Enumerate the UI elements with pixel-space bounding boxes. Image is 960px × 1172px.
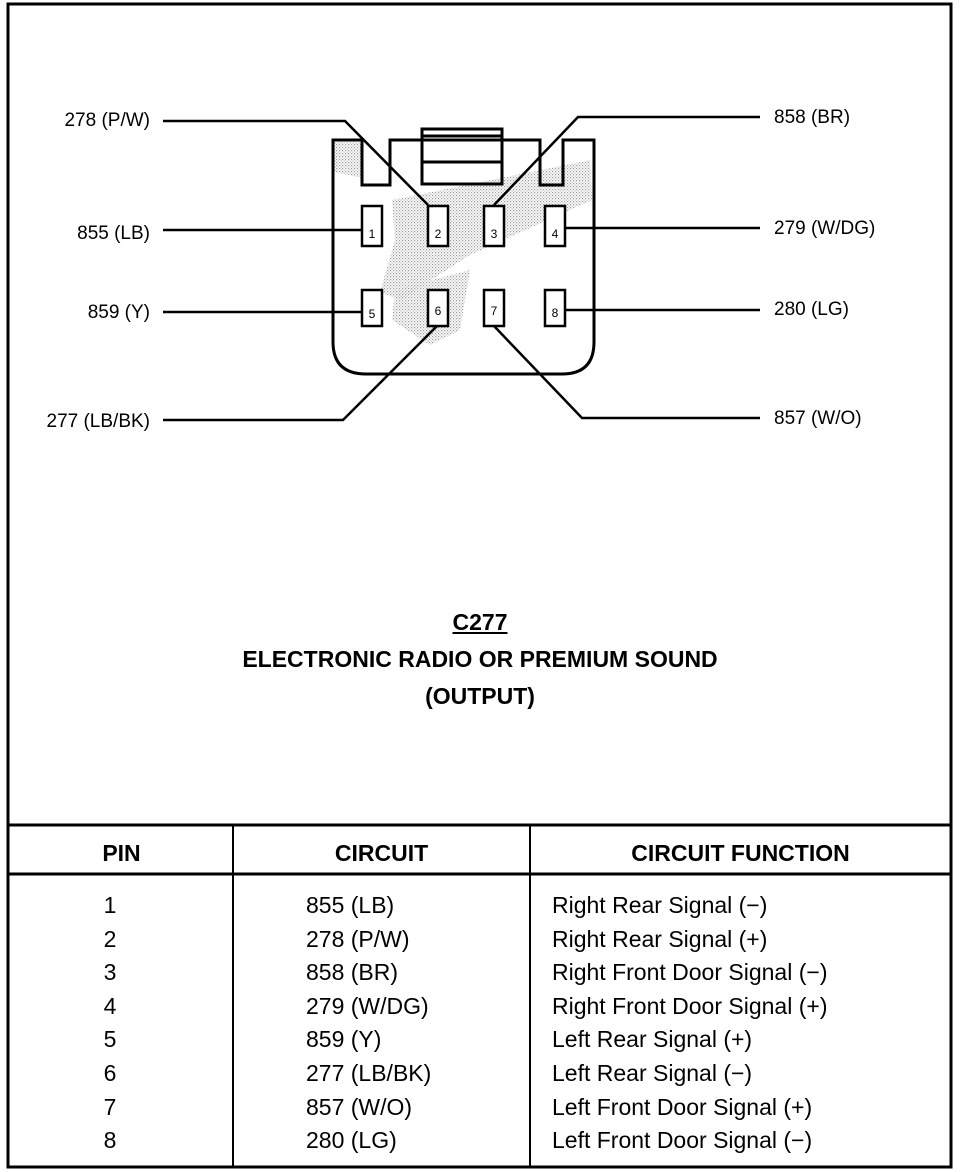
left-lock-tab: [360, 140, 392, 187]
table-cell-pin: 2: [103, 925, 117, 952]
wire-label-277: 277 (LB/BK): [46, 411, 151, 432]
diagram-subtitle: (OUTPUT): [425, 683, 535, 709]
pin-number-8: 8: [551, 306, 559, 320]
header-pin: PIN: [102, 840, 141, 866]
pin-number-1: 1: [368, 227, 376, 241]
header-circuit: CIRCUIT: [334, 840, 429, 866]
pin-cavity-1: [360, 204, 384, 248]
pin-cavity-4: [543, 204, 567, 248]
pin-number-6: 6: [434, 304, 442, 318]
pin-cavity-2: [426, 204, 450, 248]
table-cell-pin: 8: [103, 1127, 117, 1154]
table-cell-pin: 4: [103, 992, 117, 1019]
table-cell-pin: 3: [103, 959, 117, 986]
table-cell-function: Left Front Door Signal (+): [552, 1093, 813, 1120]
table-cell-circuit: 277 (LB/BK): [306, 1059, 432, 1086]
table-cell-function: Left Front Door Signal (−): [552, 1127, 813, 1154]
table-cell-pin: 5: [103, 1026, 117, 1053]
table-cell-function: Right Rear Signal (+): [552, 925, 768, 952]
pin-cavity-6: [426, 288, 450, 328]
table-cell-pin: 1: [103, 892, 117, 918]
leader-858: [493, 115, 760, 206]
connector-id: C277: [452, 609, 508, 635]
table-cell-circuit: 279 (W/DG): [306, 992, 429, 1019]
pin-number-4: 4: [551, 227, 559, 241]
pin-cavity-8: [543, 288, 567, 328]
wire-label-859: 859 (Y): [87, 302, 150, 323]
wire-label-280: 280 (LG): [774, 299, 849, 320]
table-cell-circuit: 278 (P/W): [306, 925, 410, 952]
wire-label-279: 279 (W/DG): [774, 218, 876, 239]
table-cell-circuit: 280 (LG): [306, 1127, 397, 1154]
pin-number-2: 2: [434, 227, 442, 241]
table-cell-pin: 6: [103, 1059, 117, 1086]
wire-label-278: 278 (P/W): [64, 110, 150, 131]
leader-277: [163, 325, 438, 422]
function-column: Right Rear Signal (−) Right Rear Signal …: [552, 889, 947, 1158]
table-cell-function: Left Rear Signal (+): [552, 1026, 753, 1053]
leader-857: [493, 325, 760, 420]
wire-label-855: 855 (LB): [77, 223, 150, 244]
table-cell-circuit: 855 (LB): [306, 892, 395, 918]
table-cell-function: Right Rear Signal (−): [552, 892, 768, 918]
connector-latch: [420, 127, 504, 186]
leader-278: [163, 119, 429, 206]
pin-cavity-5: [360, 288, 384, 328]
outer-border: [6, 2, 953, 1169]
pin-number-3: 3: [490, 227, 498, 241]
pin-number-7: 7: [490, 304, 498, 318]
table-cell-circuit: 857 (W/O): [306, 1093, 413, 1120]
table-cell-pin: 7: [103, 1093, 117, 1120]
diagram-title: ELECTRONIC RADIO OR PREMIUM SOUND: [242, 646, 718, 672]
wire-label-858: 858 (BR): [774, 107, 851, 128]
pin-cavity-3: [482, 204, 506, 248]
table-cell-function: Left Rear Signal (−): [552, 1059, 753, 1086]
pin-column: 1 2 3 4 5 6 7 8: [90, 889, 130, 1158]
header-circuit-function: CIRCUIT FUNCTION: [631, 840, 850, 866]
table-cell-circuit: 858 (BR): [306, 959, 399, 986]
pin-number-5: 5: [368, 307, 376, 321]
table-cell-function: Right Front Door Signal (−): [552, 959, 828, 986]
right-lock-tab: [538, 140, 565, 187]
table-cell-function: Right Front Door Signal (+): [552, 992, 828, 1019]
table-cell-circuit: 859 (Y): [306, 1026, 382, 1053]
wire-label-857: 857 (W/O): [774, 408, 862, 429]
circuit-column: 855 (LB) 278 (P/W) 858 (BR) 279 (W/DG) 8…: [306, 889, 516, 1158]
